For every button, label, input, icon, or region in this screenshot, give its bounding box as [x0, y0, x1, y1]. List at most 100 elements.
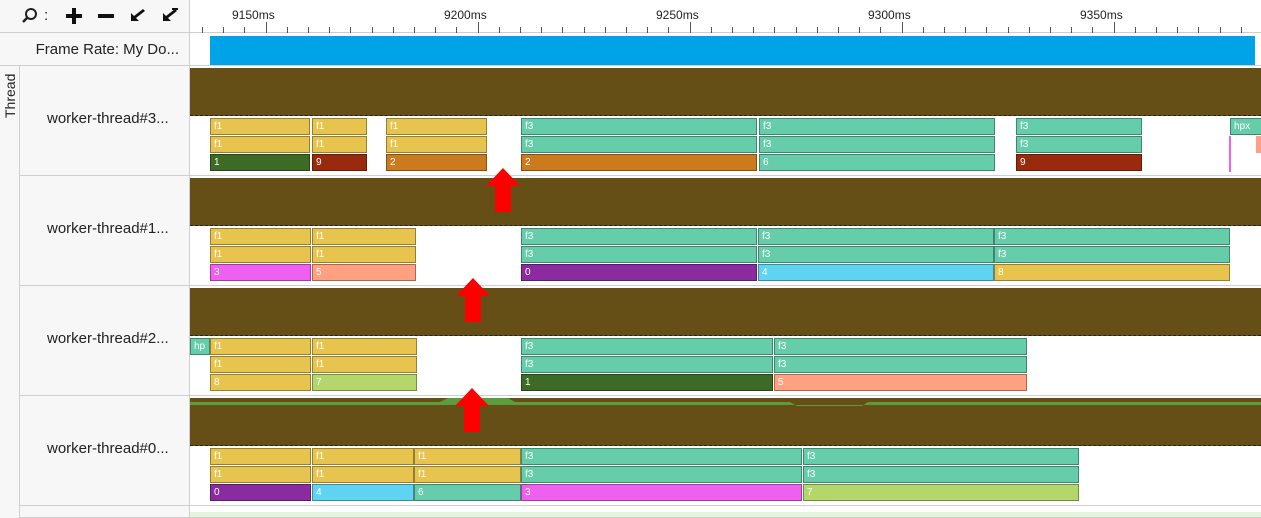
task-slice[interactable]: 6: [759, 154, 995, 171]
task-slice[interactable]: f3: [521, 136, 757, 153]
task-slice[interactable]: 1: [210, 154, 310, 171]
task-slice[interactable]: f1: [210, 356, 311, 373]
tick-label: 9200ms: [444, 8, 487, 22]
task-slice[interactable]: 7: [312, 374, 417, 391]
task-slice[interactable]: f1: [210, 118, 310, 135]
thread-group-label: Thread: [2, 73, 18, 118]
ruler-tick: [774, 27, 776, 33]
task-slice[interactable]: f1: [210, 228, 311, 245]
task-slice[interactable]: hpx: [1230, 118, 1261, 135]
task-slice[interactable]: f3: [803, 466, 1079, 483]
task-slice[interactable]: f1: [312, 448, 414, 465]
task-slice[interactable]: f3: [521, 246, 757, 263]
task-slice[interactable]: 9: [312, 154, 367, 171]
task-slice[interactable]: f1: [312, 118, 367, 135]
task-slice[interactable]: f3: [1016, 118, 1142, 135]
task-slice[interactable]: f1: [210, 466, 311, 483]
frame-rate-track[interactable]: [190, 33, 1261, 66]
thread-label-cell[interactable]: worker-thread#0...: [20, 396, 190, 506]
task-slice[interactable]: f3: [521, 356, 773, 373]
thread-label-cell[interactable]: worker-thread#1...: [20, 176, 190, 286]
task-slice[interactable]: f3: [759, 136, 995, 153]
thread-label-cell-partial[interactable]: [20, 506, 190, 518]
task-slice[interactable]: f1: [312, 466, 414, 483]
task-slice[interactable]: 4: [312, 484, 414, 501]
task-slice[interactable]: f1: [210, 246, 311, 263]
task-slice[interactable]: f1: [386, 118, 487, 135]
frame-rate-label-cell[interactable]: Frame Rate: My Do...: [0, 33, 190, 66]
ruler-tick: [1028, 27, 1030, 33]
ruler-tick: [689, 22, 691, 33]
task-slice[interactable]: f3: [521, 228, 757, 245]
task-slice[interactable]: f1: [414, 466, 521, 483]
minus-icon[interactable]: [96, 6, 116, 26]
time-ruler[interactable]: 9150ms 9200ms 9250ms 9300ms 9350ms: [190, 0, 1261, 33]
thread-label-cell[interactable]: worker-thread#2...: [20, 286, 190, 396]
task-slice[interactable]: f3: [521, 338, 773, 355]
reset-zoom-icon[interactable]: [160, 6, 180, 26]
task-slice[interactable]: f3: [803, 448, 1079, 465]
task-slice[interactable]: 2: [521, 154, 757, 171]
task-slice[interactable]: f1: [210, 448, 311, 465]
task-slice[interactable]: f1: [312, 356, 417, 373]
task-slice[interactable]: f3: [994, 246, 1230, 263]
task-slice[interactable]: f3: [1016, 136, 1142, 153]
task-slice[interactable]: f3: [758, 228, 994, 245]
task-slice[interactable]: 9: [1016, 154, 1142, 171]
ruler-tick: [477, 22, 479, 33]
task-slice[interactable]: 0: [210, 484, 311, 501]
ruler-tick: [986, 27, 988, 33]
task-slice[interactable]: 8: [210, 374, 311, 391]
task-slice[interactable]: 8: [994, 264, 1230, 281]
task-slice[interactable]: f3: [758, 246, 994, 263]
ruler-tick: [753, 27, 755, 33]
busy-area-partial: [190, 512, 1261, 517]
task-slice[interactable]: hp: [190, 338, 210, 355]
frame-rate-bar[interactable]: [210, 36, 1255, 65]
thread-label-cell[interactable]: worker-thread#3...: [20, 66, 190, 176]
task-slice[interactable]: f3: [774, 338, 1027, 355]
task-slice[interactable]: f3: [759, 118, 995, 135]
task-slice[interactable]: 1: [521, 374, 773, 391]
thread-track-partial[interactable]: [190, 506, 1261, 518]
ruler-tick: [944, 27, 945, 33]
task-slice[interactable]: f1: [210, 338, 311, 355]
task-slice[interactable]: f3: [521, 466, 802, 483]
back-arrow-icon[interactable]: [128, 6, 148, 26]
task-slice-marker[interactable]: [1229, 136, 1231, 172]
task-slice-marker[interactable]: [1256, 136, 1261, 153]
ruler-tick: [1092, 27, 1094, 33]
busy-area: [190, 178, 1261, 226]
task-slice[interactable]: f1: [414, 448, 521, 465]
task-slice[interactable]: 2: [386, 154, 487, 171]
task-slice[interactable]: f1: [210, 136, 310, 153]
task-slice[interactable]: 0: [521, 264, 757, 281]
ruler-tick: [498, 27, 500, 33]
task-slice[interactable]: f3: [994, 228, 1230, 245]
task-slice[interactable]: 6: [414, 484, 521, 501]
task-slice[interactable]: f1: [312, 246, 416, 263]
task-slice[interactable]: 5: [774, 374, 1027, 391]
thread-group-header[interactable]: Thread: [0, 66, 20, 518]
task-slice[interactable]: 4: [758, 264, 994, 281]
task-slice[interactable]: f1: [312, 228, 416, 245]
task-slice[interactable]: 3: [210, 264, 311, 281]
ruler-tick: [626, 27, 627, 33]
task-slice[interactable]: f3: [521, 118, 757, 135]
ruler-tick: [583, 27, 585, 33]
plus-icon[interactable]: [64, 6, 84, 26]
task-slice[interactable]: 3: [521, 484, 802, 501]
task-slice[interactable]: f3: [774, 356, 1027, 373]
task-slice[interactable]: 5: [312, 264, 416, 281]
ruler-tick: [1071, 27, 1073, 33]
task-slice[interactable]: 7: [803, 484, 1079, 501]
task-slice[interactable]: f1: [312, 338, 417, 355]
task-slice[interactable]: f3: [521, 448, 802, 465]
task-slice[interactable]: f1: [386, 136, 487, 153]
task-slice[interactable]: f1: [312, 136, 367, 153]
search-icon[interactable]: [20, 6, 40, 26]
